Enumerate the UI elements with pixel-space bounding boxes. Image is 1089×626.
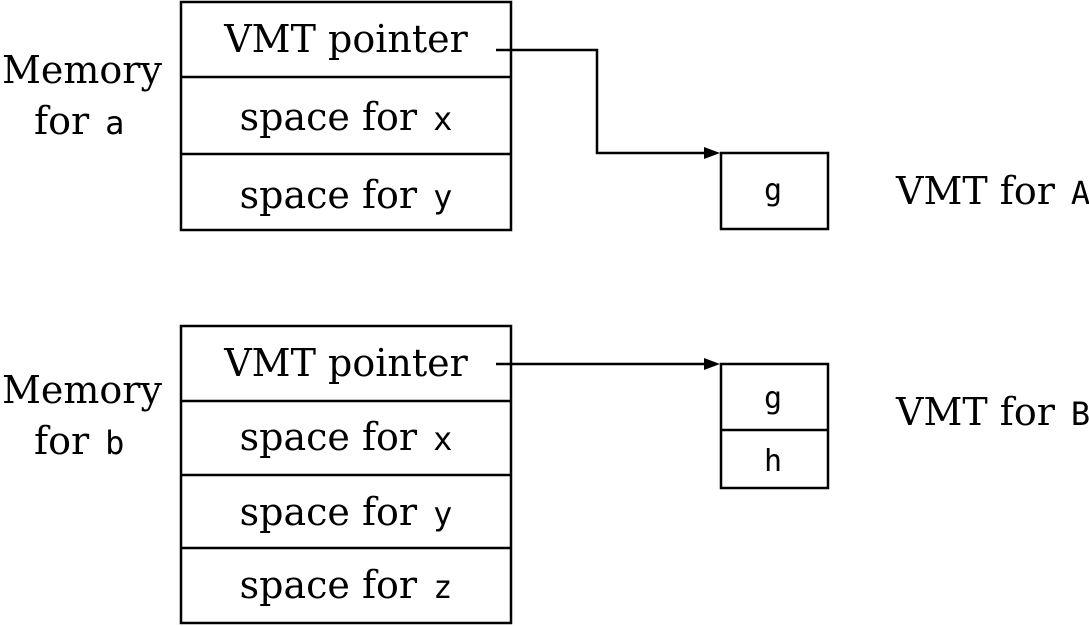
vmt-a-entry-g: g [764,173,782,208]
vmt-a-arrowhead [704,147,720,159]
memory-b-label-line1: Memory [2,368,162,412]
memory-b-var: b [105,424,124,462]
vmt-b-entry-g: g [764,381,782,416]
vmt-a-label: VMT for A [895,169,1089,213]
vmt-a-table [719,151,830,231]
memory-a-label-for: for [34,99,90,143]
memory-a-field-y: space for y [240,173,453,217]
memory-a-label-line2: for a [34,99,124,143]
memory-b-field-y-var: y [433,495,452,533]
memory-b-label-for: for [34,419,90,463]
memory-a-field-y-label: space for [240,173,418,217]
memory-b-field-x-label: space for [240,415,418,459]
memory-b-field-x: space for x [240,415,453,459]
vmt-a-label-class: A [1071,174,1089,212]
memory-a-field-x-var: x [433,100,452,138]
memory-a-var: a [105,104,124,142]
vmt-b-arrowhead [704,358,720,370]
memory-b-label-line2: for b [34,419,124,463]
memory-a-label-line1: Memory [2,48,162,92]
vmt-a-pointer-arrow [496,48,706,155]
vmt-a-label-text: VMT for [895,169,1056,213]
memory-a-block [179,0,513,232]
memory-b-field-z: space for z [240,563,453,607]
memory-b-field-y: space for y [240,490,453,534]
memory-a-field-x-label: space for [240,95,418,139]
memory-b-field-y-label: space for [240,490,418,534]
memory-a-field-y-var: y [433,178,452,216]
memory-b-vmt-pointer-field: VMT pointer [223,341,468,385]
memory-b-field-x-var: x [433,420,452,458]
vmt-b-label-class: B [1071,395,1089,433]
memory-a-vmt-pointer-field: VMT pointer [223,17,468,61]
memory-a-field-x: space for x [240,95,453,139]
memory-b-field-z-label: space for [240,563,418,607]
object-a-group: Memory for a VMT pointer space for x spa… [2,0,1089,232]
memory-b-field-z-var: z [433,568,452,606]
vmt-b-entry-h: h [764,444,782,479]
vmt-b-label: VMT for B [895,390,1089,434]
vmt-b-table [719,362,830,490]
object-b-group: Memory for b VMT pointer space for x spa… [2,324,1089,625]
vmt-b-label-text: VMT for [895,390,1056,434]
